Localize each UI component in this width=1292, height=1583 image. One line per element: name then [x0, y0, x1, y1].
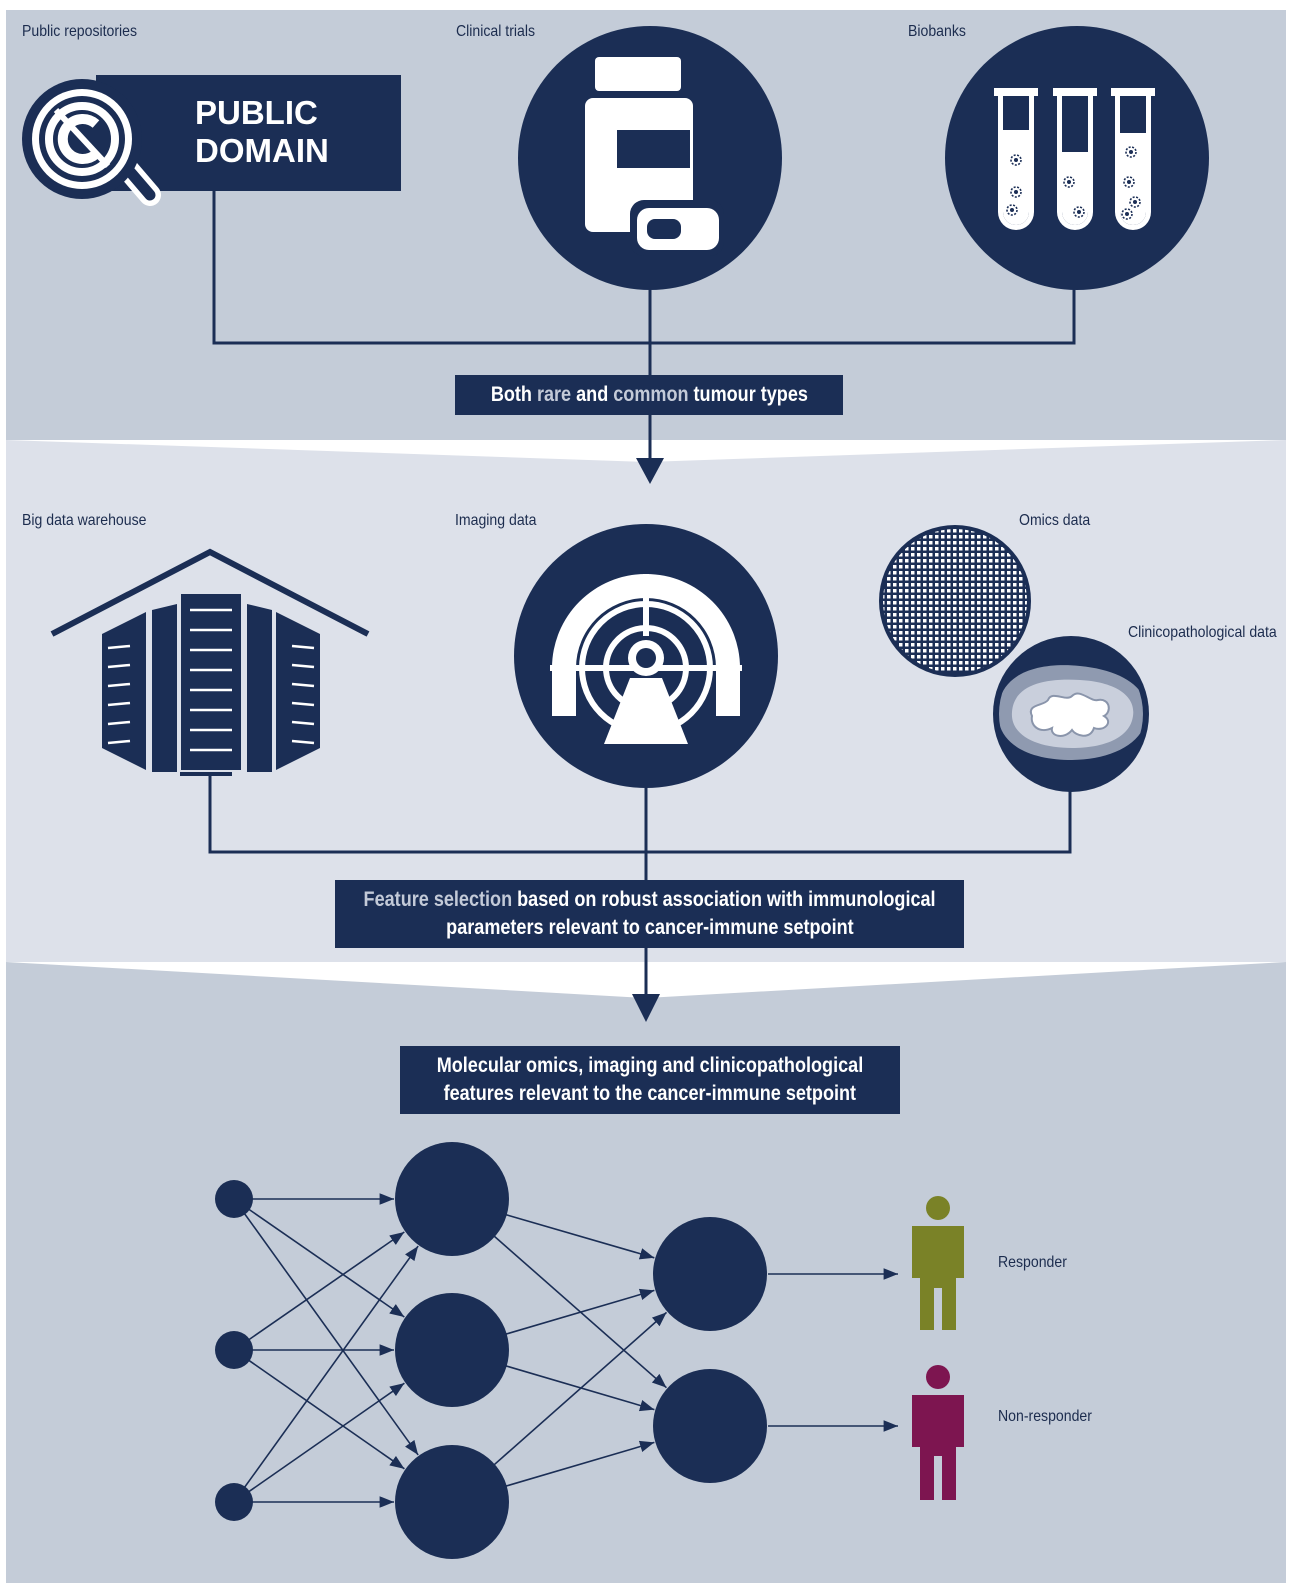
arrow-down-1: [636, 458, 664, 484]
pill-bottle-icon: [518, 26, 782, 290]
label-clinicopathological-data: Clinicopathological data: [1128, 624, 1277, 641]
nn-input-node: [215, 1483, 253, 1521]
banner1-part5: tumour types: [688, 383, 808, 406]
label-imaging-data: Imaging data: [455, 512, 537, 529]
dot-matrix-icon: [879, 525, 1031, 677]
person-icon-responder: [912, 1196, 964, 1330]
label-big-data-warehouse: Big data warehouse: [22, 512, 147, 529]
nn-edge: [248, 1359, 405, 1470]
public-domain-text: PUBLIC DOMAIN: [195, 94, 329, 170]
banner-molecular-features: Molecular omics, imaging and clinicopath…: [400, 1046, 900, 1114]
nn-hidden-node: [395, 1445, 509, 1559]
nn-hidden-node: [395, 1142, 509, 1256]
public-domain-icon: [22, 75, 401, 206]
tissue-section-icon: [993, 636, 1149, 792]
nn-edge: [493, 1311, 668, 1466]
banner-tumour-types-text: Both rare and common tumour types: [490, 383, 807, 407]
copyright-icon: [45, 102, 119, 176]
test-tubes-icon: [945, 26, 1209, 290]
label-biobanks: Biobanks: [908, 23, 966, 40]
public-domain-line1: PUBLIC: [195, 94, 318, 131]
label-responder: Responder: [998, 1254, 1067, 1271]
nn-edge: [505, 1213, 655, 1260]
banner2-highlight: Feature selection: [363, 888, 513, 911]
label-omics-data: Omics data: [1019, 512, 1091, 529]
mri-scanner-icon: [514, 524, 778, 788]
nn-output-node: [653, 1217, 767, 1331]
banner-feature-selection: Feature selection based on robust associ…: [335, 880, 964, 948]
nn-output-node: [653, 1369, 767, 1483]
banner1-rare: rare: [536, 383, 571, 406]
arrow-down-2: [632, 994, 660, 1022]
public-domain-line2: DOMAIN: [195, 132, 329, 169]
banner2-rest: based on robust association with immunol…: [512, 888, 936, 911]
banner2-line1: Feature selection based on robust associ…: [363, 886, 935, 914]
warehouse-icon: [50, 548, 370, 776]
label-public-repositories: Public repositories: [22, 23, 138, 40]
banner3-line2: features relevant to the cancer-immune s…: [443, 1082, 857, 1105]
neural-network: [215, 1142, 898, 1559]
nn-edge: [505, 1288, 655, 1335]
label-non-responder: Non-responder: [998, 1408, 1092, 1425]
person-icon-non-responder: [912, 1365, 964, 1500]
banner1-part1: Both: [490, 383, 537, 406]
label-clinical-trials: Clinical trials: [456, 23, 536, 40]
nn-edge: [505, 1440, 655, 1487]
nn-input-node: [215, 1331, 253, 1369]
nn-input-node: [215, 1180, 253, 1218]
banner3-line1: Molecular omics, imaging and clinicopath…: [436, 1054, 864, 1077]
nn-edge: [248, 1382, 405, 1493]
nn-edge: [248, 1231, 405, 1341]
nn-edge: [248, 1208, 405, 1318]
nn-hidden-node: [395, 1293, 509, 1407]
banner1-common: common: [612, 383, 689, 406]
banner2-line2: parameters relevant to cancer-immune set…: [445, 916, 854, 939]
banner1-part3: and: [570, 383, 613, 406]
nn-edge: [243, 1245, 419, 1488]
connector-top: [212, 191, 1076, 458]
nn-edge: [243, 1213, 419, 1456]
connector-middle: [208, 776, 1072, 994]
banner-tumour-types: Both rare and common tumour types: [455, 375, 843, 415]
band-model: [6, 962, 1286, 1583]
nn-edge: [505, 1365, 655, 1412]
